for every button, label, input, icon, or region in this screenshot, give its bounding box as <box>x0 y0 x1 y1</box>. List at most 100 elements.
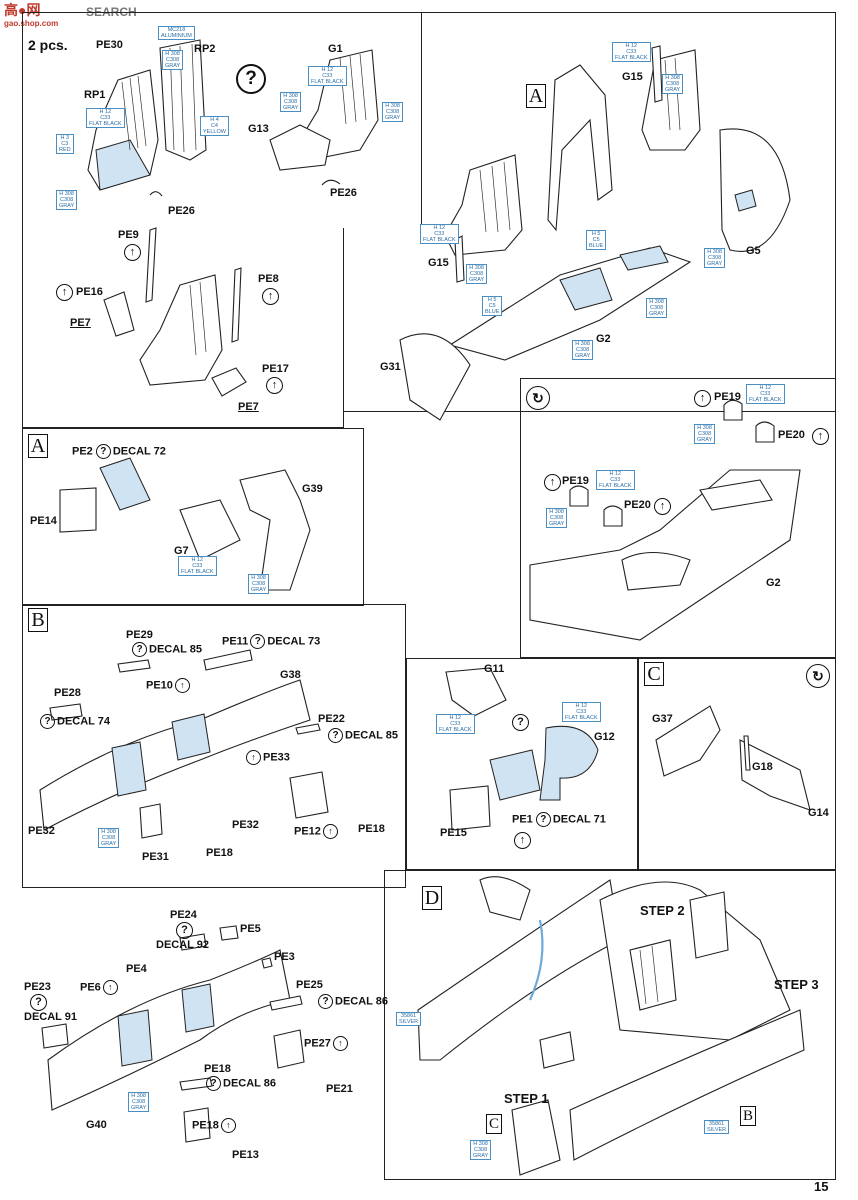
panel-d-drawing <box>417 876 805 1176</box>
label-step1: STEP 1 <box>504 1091 549 1106</box>
label-pe28: PE28 <box>54 687 81 699</box>
label-pe7-a: PE7 <box>70 317 91 329</box>
label-g12: G12 <box>594 731 615 743</box>
sub-pe19-drawing <box>529 399 801 641</box>
label-pe25: PE25 <box>296 979 323 991</box>
question-icon: ? <box>132 642 147 657</box>
bend-icon: ↑ <box>246 750 261 765</box>
panel-a-drawing <box>59 457 311 591</box>
bend-icon: ↑ <box>332 1036 348 1051</box>
question-icon: ? <box>512 714 529 731</box>
question-icon: ? <box>95 444 111 459</box>
label-pe7-b: PE7 <box>238 401 259 413</box>
label-pe19-a: PE19 <box>714 391 741 403</box>
panel-g11 <box>406 658 638 870</box>
label-g15-b: G15 <box>428 257 449 269</box>
label-pe11-decal73: PE11?DECAL 73 <box>222 634 321 649</box>
label-pe22: PE22 <box>318 713 345 725</box>
label-pe9: PE9 <box>118 229 139 241</box>
question-icon: ? <box>328 728 343 743</box>
label-decal85-b: ?DECAL 85 <box>328 728 398 743</box>
seat-rp1-drawing <box>87 39 207 197</box>
panel-a <box>22 428 364 606</box>
panel-letter-a: A <box>28 434 48 458</box>
label-pe27: PE27↑ <box>304 1036 348 1051</box>
label-pe32-a: PE32 <box>28 825 55 837</box>
label-g2: G2 <box>596 333 611 345</box>
label-pe18-b: PE13 <box>232 1149 259 1161</box>
label-pe1-decal71: PE1 ?DECAL 71 <box>512 812 606 827</box>
label-pe24: PE24 <box>170 909 197 921</box>
panel-bottom-drawing <box>41 925 305 1143</box>
label-g13: G13 <box>248 123 269 135</box>
label-rp1: RP1 <box>84 89 106 101</box>
label-pe6: PE6↑ <box>80 980 118 995</box>
ref-letter-a: A <box>526 84 546 108</box>
label-pe26-a: PE26 <box>168 205 195 217</box>
flip-over-icon: ↻ <box>526 386 550 410</box>
panel-b <box>22 604 406 888</box>
ref-letter-c: C <box>486 1114 502 1134</box>
bend-icon: ↑ <box>266 377 283 394</box>
bend-icon: ↑ <box>544 474 561 491</box>
label-pe13: PE18↑ <box>192 1118 236 1133</box>
panel-g11-drawing <box>445 667 599 831</box>
label-pe30: PE30 <box>96 39 123 51</box>
label-pe33: ↑PE33 <box>246 750 290 765</box>
bend-icon: ↑ <box>102 980 118 995</box>
seat-g1-drawing <box>269 49 379 186</box>
label-step3: STEP 3 <box>774 977 819 992</box>
question-icon: ? <box>535 812 551 827</box>
label-decal74: ?DECAL 74 <box>40 714 110 729</box>
question-icon: ? <box>30 994 47 1011</box>
label-pe14: PE14 <box>30 515 57 527</box>
panel-main <box>344 12 836 412</box>
panel-sub-pe19 <box>520 378 836 658</box>
label-pe8: PE8 <box>258 273 279 285</box>
label-step2: STEP 2 <box>640 903 685 918</box>
label-pe4: PE4 <box>126 963 147 975</box>
label-g2: G2 <box>766 577 781 589</box>
panel-harness <box>22 228 344 428</box>
bend-icon: ↑ <box>124 244 141 261</box>
panel-c <box>638 658 836 870</box>
label-g18: G18 <box>752 761 773 773</box>
label-pe10: PE10↑ <box>146 678 190 693</box>
question-icon: ? <box>250 634 266 649</box>
panel-letter-b: B <box>28 608 48 632</box>
bend-icon: ↑ <box>812 428 829 445</box>
label-pe18-b: PE18 <box>358 823 385 835</box>
bend-icon: ↑ <box>514 832 531 849</box>
label-pe32-b: PE32 <box>232 819 259 831</box>
harness-drawing <box>103 227 247 397</box>
label-decal86-a: ?DECAL 86 <box>318 994 388 1009</box>
qty-note: 2 pcs. <box>28 37 68 53</box>
label-pe16: PE16 <box>76 286 103 298</box>
question-icon: ? <box>176 922 193 939</box>
label-pe5: PE5 <box>240 923 261 935</box>
label-g5: G5 <box>746 245 761 257</box>
label-pe26-b: PE26 <box>330 187 357 199</box>
label-g1: G1 <box>328 43 343 55</box>
label-pe31: PE31 <box>142 851 169 863</box>
